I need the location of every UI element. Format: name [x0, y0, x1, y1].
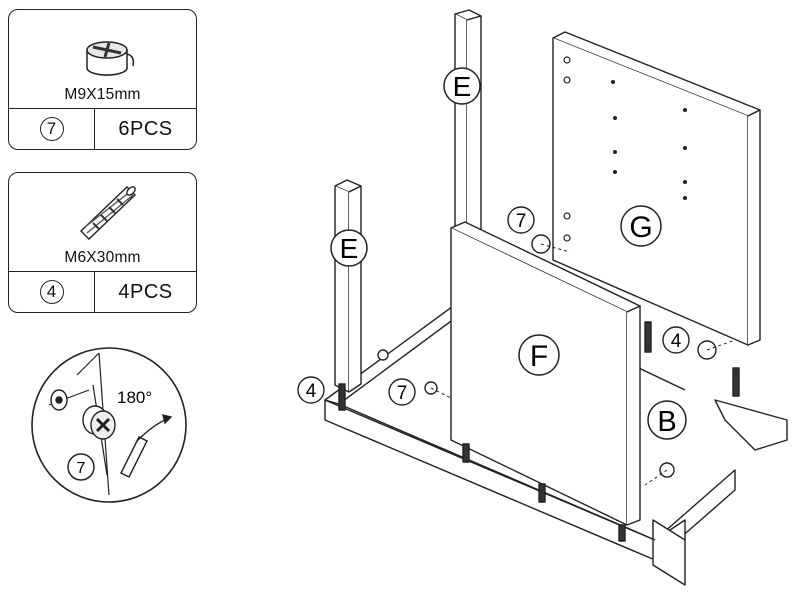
part-box-cam-lock: M9X15mm 7 6PCS — [8, 9, 197, 150]
cam-lock-icon — [50, 389, 116, 440]
base-frame-b — [324, 289, 788, 586]
callout-7-top: 7 — [516, 211, 527, 232]
dowel-markers — [338, 321, 740, 542]
panel-g — [552, 31, 761, 346]
part-id-badge: 7 — [39, 117, 64, 141]
label-b: B — [657, 406, 676, 438]
detail-part-badge — [67, 453, 95, 481]
assembly-drawing: E E F G B 7 7 4 4 — [297, 9, 788, 586]
screwdriver-icon — [120, 414, 173, 478]
callout-7-left: 7 — [397, 383, 408, 404]
rotation-angle-label: 180° — [117, 388, 152, 407]
component-labels: E E F G B — [330, 67, 687, 440]
leg-e-back — [454, 9, 482, 261]
part-size-label: M9X15mm — [64, 86, 141, 103]
guide-lines — [430, 243, 736, 486]
part-id-badge: 4 — [39, 280, 64, 304]
label-e-left: E — [340, 233, 359, 264]
wood-dowel-icon — [79, 186, 137, 240]
callout-4-left: 4 — [306, 381, 317, 402]
part-illustration-area: M6X30mm — [9, 173, 196, 272]
part-quantity: 4PCS — [118, 280, 173, 303]
part-id-cell: 7 — [9, 109, 95, 149]
cam-lock-rotation-detail: 180° 7 — [31, 347, 187, 503]
part-info-row: 4 4PCS — [9, 272, 196, 312]
cam-lock-icon — [86, 41, 135, 76]
panel-f — [450, 221, 641, 526]
part-box-dowel: M6X30mm 4 4PCS — [8, 172, 197, 313]
label-g: G — [629, 211, 652, 244]
part-size-label: M6X30mm — [64, 249, 141, 266]
part-id-cell: 4 — [9, 272, 95, 312]
panel-g-holes — [611, 80, 687, 200]
label-f: F — [530, 340, 548, 373]
part-illustration-area: M9X15mm — [9, 10, 196, 109]
part-quantity: 6PCS — [118, 117, 173, 140]
detail-part-id: 7 — [77, 460, 86, 477]
callout-4-right: 4 — [671, 331, 682, 352]
panel-g-edge-holes — [563, 56, 571, 242]
label-e-back: E — [453, 71, 472, 102]
part-info-row: 7 6PCS — [9, 109, 196, 149]
leg-e-left — [334, 179, 362, 393]
part-callouts: 7 7 4 4 — [297, 206, 690, 406]
